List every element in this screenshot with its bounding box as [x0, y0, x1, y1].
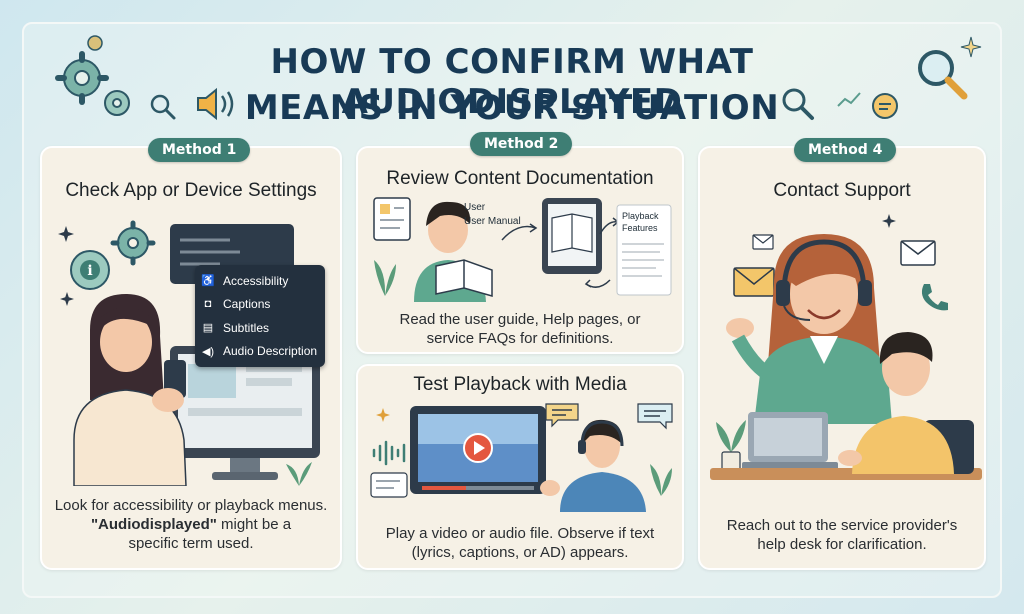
customer-man-illustration	[838, 332, 974, 474]
captions-icon: ◘	[204, 298, 212, 311]
method-2-title: Review Content Documentation	[386, 168, 654, 189]
arrow-icon	[584, 279, 611, 288]
method-1-desc-rest: might be a	[216, 516, 292, 533]
chat-bubble-icon	[637, 403, 673, 430]
gear-icon	[87, 35, 103, 51]
chat-bubble-icon	[545, 403, 579, 428]
plant-icon	[374, 260, 396, 296]
support-agent-illustration	[726, 234, 892, 424]
method-1-desc-bold: "Audiodisplayed"	[90, 516, 217, 533]
method-2-description: Read the user guide, Help pages, or serv…	[366, 310, 674, 348]
audio-description-icon: ◀)	[201, 345, 215, 358]
mail-icon	[900, 240, 936, 266]
video-monitor-illustration	[410, 406, 546, 494]
play-icon	[463, 433, 493, 463]
magnifier-icon	[918, 50, 968, 100]
menu-item-audio-description[interactable]: ◀) Audio Description	[201, 340, 319, 364]
method-2-desc-line-1: Read the user guide, Help pages, or	[399, 311, 641, 328]
playback-label: Playback	[622, 211, 659, 221]
method-3-description: Play a video or audio file. Observe if t…	[366, 524, 674, 562]
magnifier-icon	[150, 94, 176, 120]
page-title-line-1: HOW TO CONFIRM WHAT AUDIODISPLAYED	[270, 42, 754, 122]
document-icon	[373, 197, 411, 241]
method-1-desc-line-3: specific term used.	[128, 535, 254, 552]
method-3-desc-line-2: (lyrics, captions, or AD) appears.	[411, 544, 629, 561]
method-4-description: Reach out to the service provider's help…	[708, 516, 976, 554]
plant-icon	[650, 464, 672, 496]
user-manual-label: User Manual	[464, 216, 521, 227]
method-2-desc-line-2: service FAQs for definitions.	[426, 330, 614, 347]
laptop-illustration	[742, 412, 838, 470]
playback-features-sheet	[616, 204, 672, 296]
menu-item-subtitles[interactable]: ▤ Subtitles	[201, 316, 319, 340]
method-1-desc-line-2: "Audiodisplayed" might be a	[50, 515, 332, 534]
magnifier-icon	[782, 88, 814, 120]
subtitles-icon: ▤	[202, 322, 214, 335]
sparkle-icon	[960, 36, 982, 58]
mail-icon	[752, 234, 774, 250]
gear-icon	[110, 220, 156, 266]
tablet-book-illustration	[542, 198, 602, 274]
caption-note-icon	[370, 472, 408, 498]
menu-item-accessibility[interactable]: ♿ Accessibility	[201, 269, 319, 293]
sound-wave-icon	[372, 440, 406, 466]
method-4-desc-line-2: help desk for clarification.	[757, 536, 927, 553]
mail-icon	[733, 267, 775, 297]
info-gear-icon: i	[70, 250, 110, 290]
menu-item-label: Subtitles	[223, 320, 270, 335]
phone-icon	[921, 284, 948, 311]
method-4-badge: Method 4	[794, 138, 897, 162]
trend-icon	[837, 92, 861, 107]
menu-item-captions[interactable]: ◘ Captions	[201, 293, 319, 317]
gear-icon	[104, 90, 130, 116]
gear-icon	[55, 51, 109, 105]
accessibility-icon: ♿	[201, 275, 215, 288]
method-3-desc-line-1: Play a video or audio file. Observe if t…	[385, 525, 655, 542]
chat-bubble-icon	[872, 93, 898, 119]
page-title-line-2: MEANS IN YOUR SITUATION	[244, 88, 780, 128]
woman-with-phone-illustration	[73, 294, 187, 486]
man-reading-illustration	[414, 201, 493, 302]
method-4-desc-line-1: Reach out to the service provider's	[726, 517, 958, 534]
sparkle-icon	[58, 226, 74, 242]
settings-menu: ♿ Accessibility ◘ Captions ▤ Subtitles ◀…	[195, 265, 325, 367]
method-3-title: Test Playback with Media	[413, 374, 627, 395]
method-1-desc-line-1: Look for accessibility or playback menus…	[54, 497, 328, 514]
menu-item-label: Captions	[223, 297, 271, 312]
menu-item-label: Accessibility	[223, 273, 289, 288]
menu-item-label: Audio Description	[223, 344, 318, 359]
man-with-headphones-illustration	[540, 419, 646, 512]
speaker-icon	[197, 87, 234, 121]
sparkle-icon	[60, 292, 74, 306]
method-1-title: Check App or Device Settings	[65, 180, 317, 201]
features-label: Features	[622, 223, 658, 233]
sparkle-icon	[882, 214, 896, 228]
method-1-badge: Method 1	[148, 138, 251, 162]
method-2-badge: Method 2	[470, 132, 573, 156]
plant-icon	[286, 462, 312, 486]
user-label: User	[464, 202, 486, 213]
arrow-icon	[501, 223, 538, 241]
sparkle-icon	[376, 408, 390, 422]
method-1-description: Look for accessibility or playback menus…	[50, 496, 332, 553]
method-4-title: Contact Support	[773, 180, 911, 201]
svg-text:i: i	[87, 263, 92, 279]
